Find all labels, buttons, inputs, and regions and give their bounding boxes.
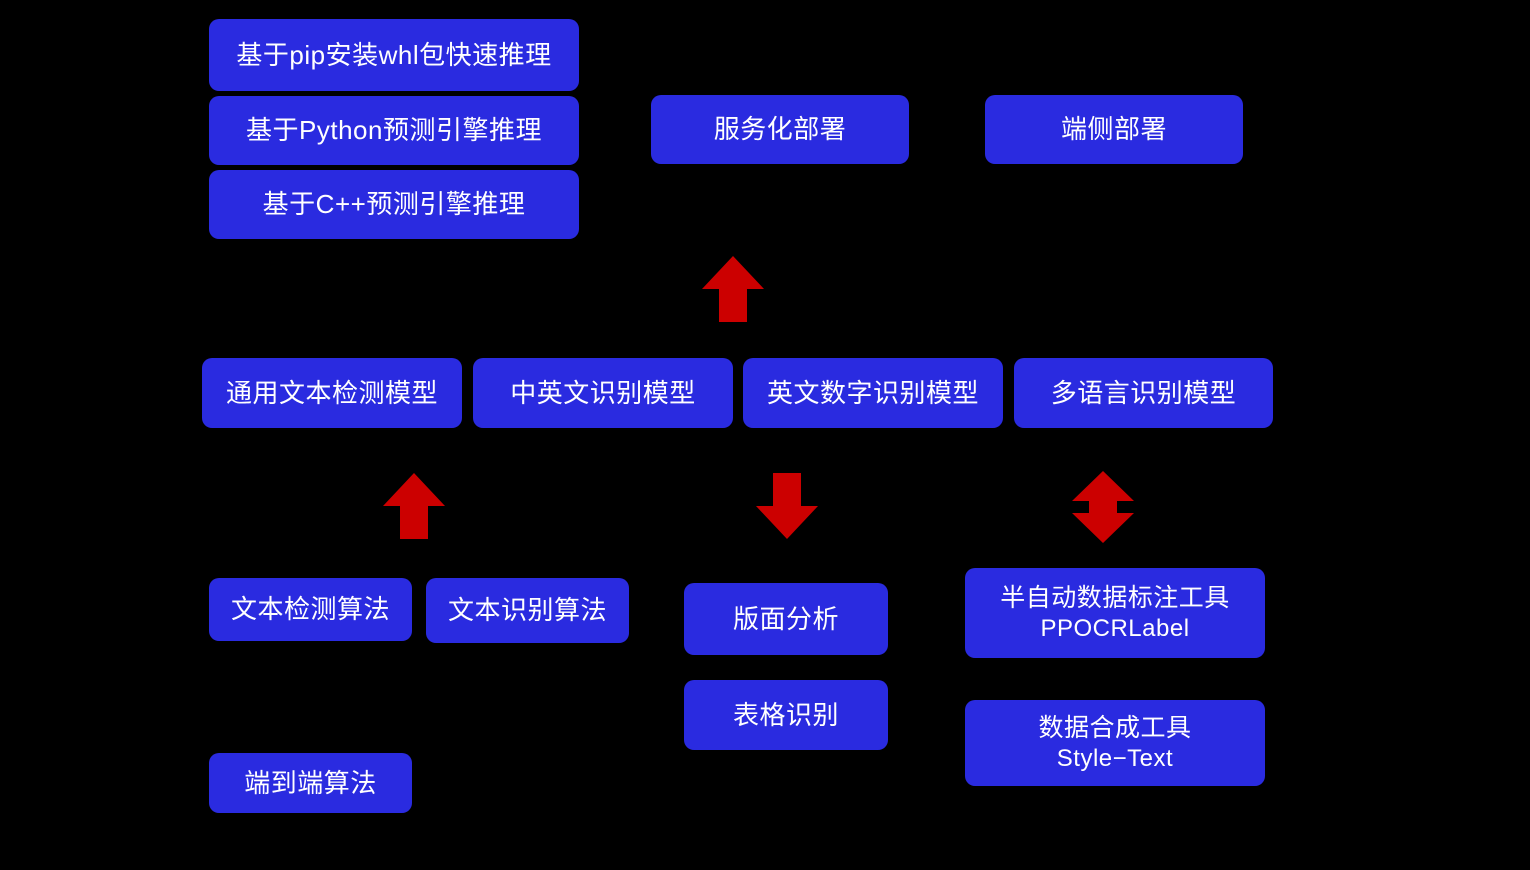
node-title: 中英文识别模型 [510,377,696,408]
deploy-up-arrow [702,256,764,322]
up-down-arrow-icon [1072,471,1134,543]
up-arrow-icon [702,256,764,322]
node-title: 服务化部署 [713,114,847,145]
node-title: 端侧部署 [1060,114,1167,145]
up-arrow-icon [383,473,445,539]
node-title: 多语言识别模型 [1050,377,1237,408]
node-title: 数据合成工具 [1038,713,1192,742]
node-layout-analysis[interactable]: 版面分析 [684,583,888,655]
node-service-deploy[interactable]: 服务化部署 [651,95,909,164]
node-title: 英文数字识别模型 [766,377,979,408]
node-title: 文本检测算法 [230,594,390,625]
node-title: 通用文本检测模型 [225,377,438,408]
node-general-det-model[interactable]: 通用文本检测模型 [202,358,462,428]
down-arrow-icon [756,473,818,539]
node-device-deploy[interactable]: 端侧部署 [985,95,1243,164]
node-cpp-infer[interactable]: 基于C++预测引擎推理 [209,170,579,239]
node-title: 版面分析 [732,603,839,634]
node-multilang-model[interactable]: 多语言识别模型 [1014,358,1273,428]
node-title: 端到端算法 [244,767,377,798]
node-label-tool[interactable]: 半自动数据标注工具 PPOCRLabel [965,568,1265,658]
node-title: 基于pip安装whl包快速推理 [236,39,552,70]
node-pip-whl-infer[interactable]: 基于pip安装whl包快速推理 [209,19,579,91]
node-subtitle: Style−Text [1056,744,1174,772]
node-title: 基于C++预测引擎推理 [262,189,526,220]
node-synth-tool[interactable]: 数据合成工具 Style−Text [965,700,1265,786]
node-title: 基于Python预测引擎推理 [246,115,542,146]
node-en-num-rec-model[interactable]: 英文数字识别模型 [743,358,1003,428]
det-algo-up-arrow [383,473,445,539]
node-title: 文本识别算法 [447,595,607,626]
node-title: 半自动数据标注工具 [1000,583,1230,612]
node-python-infer[interactable]: 基于Python预测引擎推理 [209,96,579,165]
node-zh-en-rec-model[interactable]: 中英文识别模型 [473,358,733,428]
node-text-det-algo[interactable]: 文本检测算法 [209,578,412,641]
node-subtitle: PPOCRLabel [1040,614,1190,642]
node-title: 表格识别 [732,699,839,730]
tools-both-arrow [1072,471,1134,543]
node-text-rec-algo[interactable]: 文本识别算法 [426,578,629,643]
layout-down-arrow [756,473,818,539]
node-e2e-algo[interactable]: 端到端算法 [209,753,412,813]
node-table-rec[interactable]: 表格识别 [684,680,888,750]
